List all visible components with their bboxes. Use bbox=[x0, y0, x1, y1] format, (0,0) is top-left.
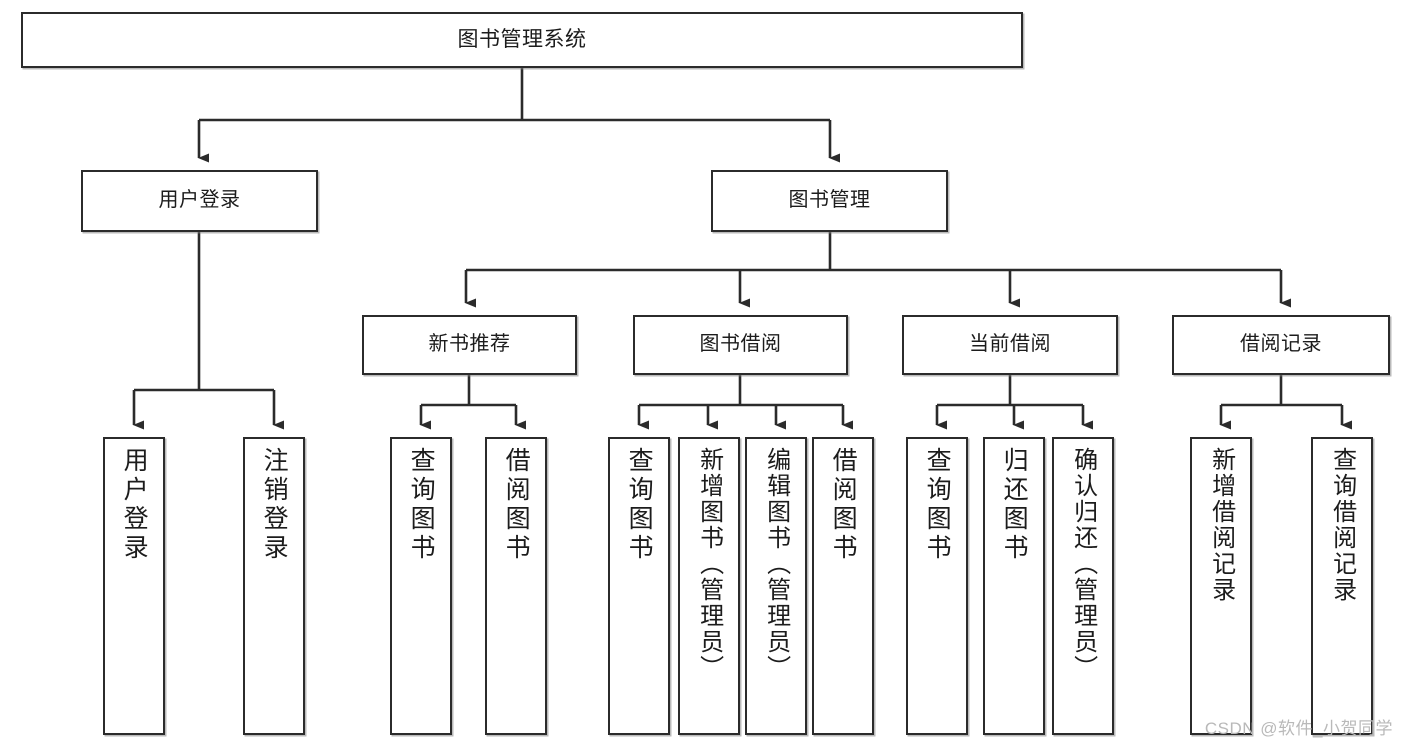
node-label: 确认归还（管理员） bbox=[1069, 447, 1097, 681]
node-label: 查询图书 bbox=[407, 447, 436, 563]
node-label: 当前借阅 bbox=[969, 333, 1051, 356]
node-user-login[interactable]: 用户登录 bbox=[81, 170, 318, 232]
node-label: 用户登录 bbox=[158, 189, 241, 212]
node-new-book-recommend[interactable]: 新书推荐 bbox=[362, 315, 577, 375]
node-label: 图书管理系统 bbox=[457, 27, 587, 51]
node-label: 用户登录 bbox=[120, 447, 149, 563]
leaf-logout[interactable]: 注销登录 bbox=[243, 437, 305, 735]
node-book-borrow[interactable]: 图书借阅 bbox=[633, 315, 848, 375]
node-label: 编辑图书（管理员） bbox=[762, 447, 790, 681]
node-root-system[interactable]: 图书管理系统 bbox=[21, 12, 1023, 68]
watermark: CSDN @软件_小贺同学 bbox=[1204, 719, 1393, 738]
leaf-query-book-newbook[interactable]: 查询图书 bbox=[390, 437, 452, 735]
node-label: 查询图书 bbox=[923, 447, 952, 563]
node-label: 借阅图书 bbox=[502, 447, 531, 563]
node-book-management[interactable]: 图书管理 bbox=[711, 170, 948, 232]
node-label: 归还图书 bbox=[1000, 447, 1029, 563]
leaf-query-book-current[interactable]: 查询图书 bbox=[906, 437, 968, 735]
node-label: 查询图书 bbox=[625, 447, 654, 563]
node-current-borrow[interactable]: 当前借阅 bbox=[902, 315, 1118, 375]
leaf-query-book-borrow[interactable]: 查询图书 bbox=[608, 437, 670, 735]
node-label: 查询借阅记录 bbox=[1328, 447, 1356, 603]
node-label: 新书推荐 bbox=[428, 333, 511, 356]
node-label: 借阅记录 bbox=[1240, 333, 1322, 356]
leaf-add-book-admin[interactable]: 新增图书（管理员） bbox=[678, 437, 740, 735]
node-label: 图书管理 bbox=[788, 189, 871, 212]
leaf-borrow-book[interactable]: 借阅图书 bbox=[812, 437, 874, 735]
node-label: 注销登录 bbox=[260, 447, 289, 563]
node-label: 新增借阅记录 bbox=[1207, 447, 1235, 603]
leaf-user-login[interactable]: 用户登录 bbox=[103, 437, 165, 735]
leaf-query-borrow-record[interactable]: 查询借阅记录 bbox=[1311, 437, 1373, 735]
leaf-return-book[interactable]: 归还图书 bbox=[983, 437, 1045, 735]
node-label: 新增图书（管理员） bbox=[695, 447, 723, 681]
node-label: 图书借阅 bbox=[699, 333, 782, 356]
leaf-add-borrow-record[interactable]: 新增借阅记录 bbox=[1190, 437, 1252, 735]
leaf-edit-book-admin[interactable]: 编辑图书（管理员） bbox=[745, 437, 807, 735]
leaf-borrow-book-newbook[interactable]: 借阅图书 bbox=[485, 437, 547, 735]
node-label: 借阅图书 bbox=[829, 447, 858, 563]
leaf-confirm-return-admin[interactable]: 确认归还（管理员） bbox=[1052, 437, 1114, 735]
node-borrow-record[interactable]: 借阅记录 bbox=[1172, 315, 1390, 375]
